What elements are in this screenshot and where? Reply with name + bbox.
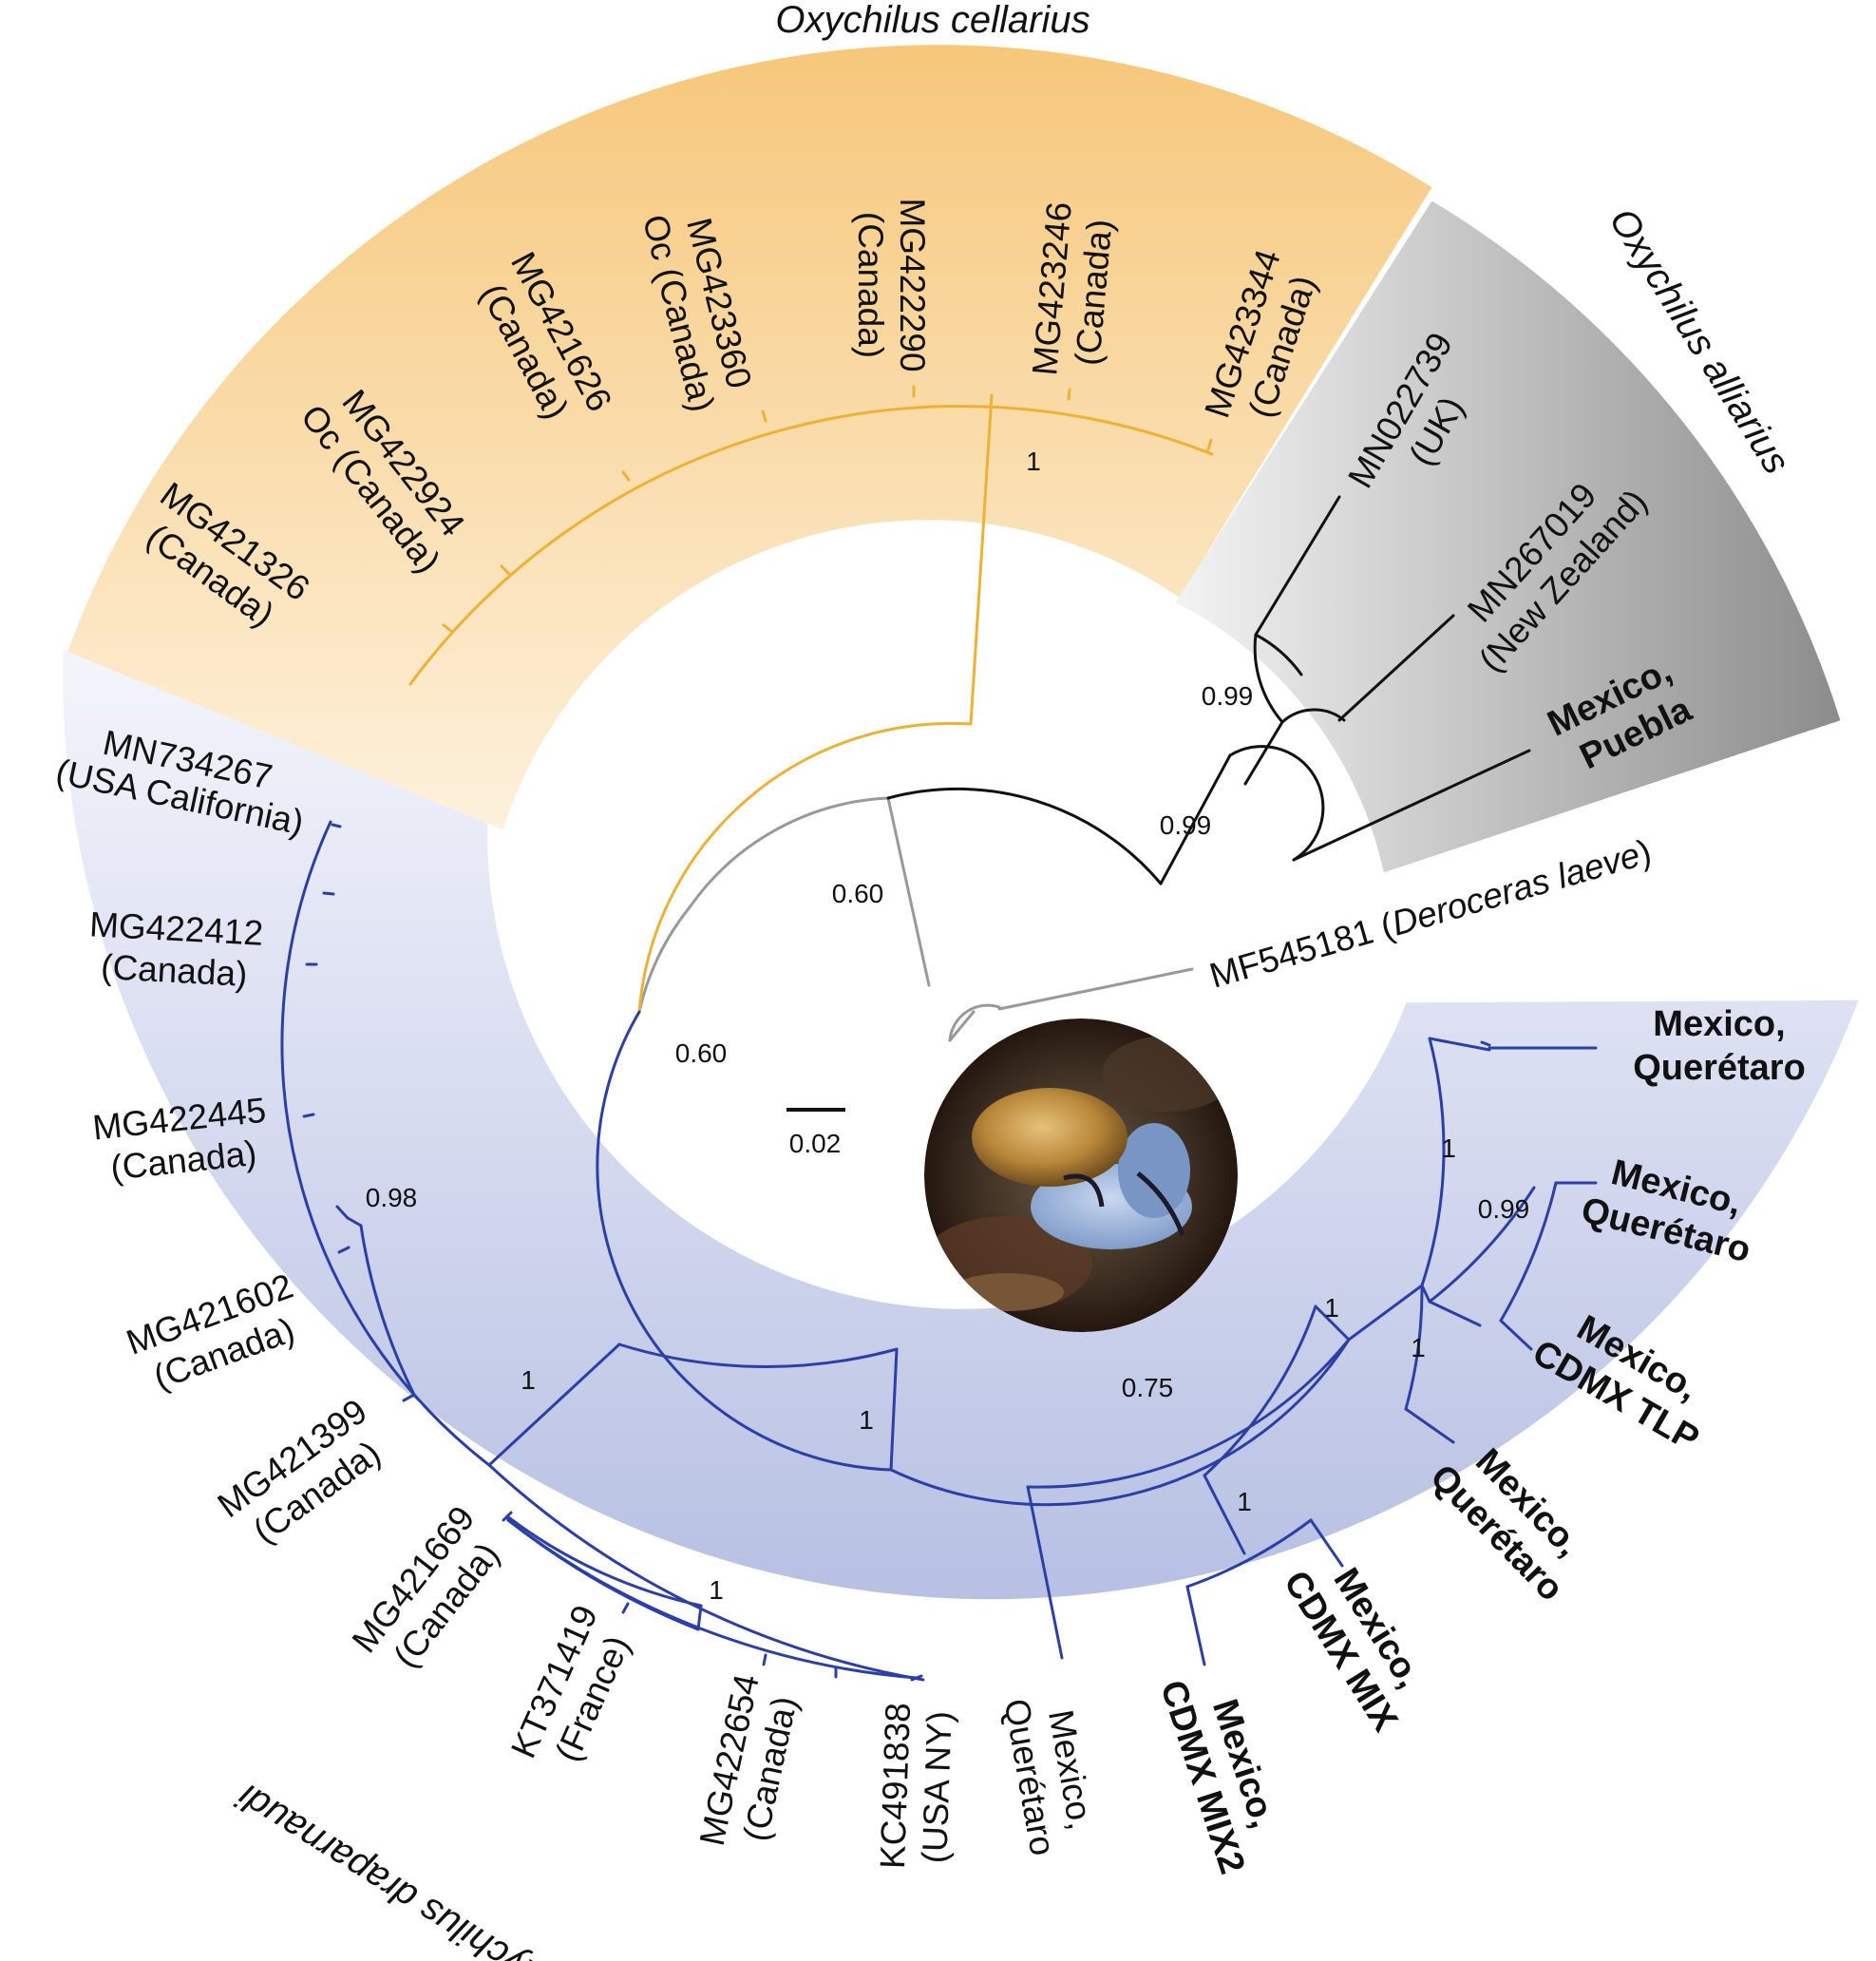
cellarius-tick-3 [621,470,631,482]
ingroup-stem [886,796,931,987]
europe-sub-link [505,1514,703,1631]
alliarius-inner-arc [1280,708,1346,724]
cellarius-tick-6 [1067,388,1071,401]
support-canada-group: 1 [521,1365,536,1395]
gray-arc-lower [637,905,692,1014]
europe-na-stem [487,1342,621,1467]
qro-top-stem [1428,1037,1491,1052]
support-draparnaudi-root: 1 [859,1405,874,1435]
canada-tick-4 [302,1113,315,1118]
label-mg421602: MG421602(Canada) [122,1266,313,1401]
nz-branch [1337,614,1455,722]
snail-photo [924,1019,1238,1332]
cellarius-tick-1 [442,623,454,634]
label-kc491838: KC491838(USA NY) [873,1702,959,1871]
support-root-lower: 0.60 [675,1038,728,1068]
label-mex-qro-4: Mexico,Querétaro [996,1688,1104,1858]
tree-branches [280,385,1598,1682]
cdmx-mix-branch [1309,1518,1344,1568]
cellarius-tick-7 [1206,438,1213,451]
support-qro-group: 1 [1411,1333,1426,1362]
mexico-arc [889,1338,1351,1507]
support-qro-tlp: 0.99 [1478,1194,1530,1224]
support-alliarius-outer: 0.99 [1160,810,1212,840]
mg421669-tip [502,1511,513,1522]
label-mg422412: MG422412(Canada) [86,904,264,994]
label-mg422654: MG422654(Canada) [692,1671,807,1858]
alliarius-inner-arc-b [1254,633,1303,676]
uk-branch [1254,495,1341,637]
qro-3-link [1404,1284,1424,1411]
root-stem [948,1010,976,1042]
support-cdmx-mix: 1 [1237,1487,1252,1516]
support-europe-na: 1 [709,1575,724,1605]
draparnaudi-stem-short [889,1347,899,1472]
draparnaudi-arc [596,1010,893,1472]
tlp-branch [1499,1319,1533,1351]
support-qro-top: 1 [1441,1133,1456,1163]
support-mexico-clade: 0.75 [1122,1373,1174,1402]
label-mex-cdmx-mix: Mexico,CDMX MIX [1276,1541,1443,1739]
europe-outer-arc [506,1518,919,1680]
qro-tlp-stem [1428,1300,1482,1327]
support-canada-sub: 0.98 [366,1183,418,1212]
support-mexico-sub: 1 [1324,1293,1339,1323]
alliarius-arc [1228,745,1325,862]
mg422654-tick [762,1653,767,1666]
mexico-qro4-arc [1026,1338,1351,1489]
alliarius-join [1253,633,1284,724]
support-cellarius: 1 [1026,447,1041,476]
qro-tlp-arc [1499,1181,1558,1323]
cellarius-title: Oxychilus cellarius [775,0,1090,41]
cellarius-band [67,45,1432,830]
alliarius-root-arc [886,787,1163,885]
label-kt371419: KT371419(France) [503,1600,643,1781]
label-mg421669: MG421669(Canada) [345,1499,516,1686]
outgroup-branch [997,967,1194,1011]
mexico-stem [1026,1485,1064,1660]
cdmx-mix2-branch [1185,1585,1206,1666]
label-mex-qro-1: Mexico,Querétaro [1633,1004,1806,1088]
alliarius-stem [1159,753,1232,885]
kt371419-tick [621,1602,630,1614]
mexico-sub-arc [1203,1304,1317,1477]
root-arc [948,1003,1001,1042]
support-alliarius-inner: 0.99 [1202,681,1254,711]
cellarius-tick-2 [500,564,511,576]
cellarius-crown-arc [408,405,1214,686]
qro-3-branch [1404,1407,1455,1444]
canada-tick-1 [331,823,342,828]
canada-sub-link [346,1216,416,1397]
label-mg421399: MG421399(Canada) [211,1391,399,1558]
canada-sub-end [402,1393,416,1402]
mexico-sub-stem [1314,1304,1351,1342]
support-root-upper: 0.60 [832,879,884,908]
qro-group-stem [1347,1284,1424,1342]
draparnaudi-title: Oxychilus draparnaudi [230,1775,574,1961]
cellarius-stem [969,393,994,726]
cdmx-mix-stem [1203,1474,1246,1555]
draparnaudi-arc-mid [617,1342,899,1368]
alliarius-band [1175,200,1841,873]
qro-tlp-join [1428,1186,1536,1304]
gray-arc-upper [688,796,890,909]
cdmx-mix-arc [1185,1518,1313,1589]
scale-bar-label: 0.02 [789,1129,842,1158]
label-mex-cdmx-mix2: Mexico,CDMX MIX2 [1152,1662,1294,1878]
qro-top-arc [1480,1040,1491,1047]
cellarius-tick-4 [761,409,767,423]
label-mg422290: MG422290(Canada) [851,198,932,371]
puebla-branch [1292,749,1531,862]
alliarius-inner-stem [1243,720,1284,786]
canada-tick-2 [322,891,335,896]
canada-tick-5 [337,1246,351,1254]
draparnaudi-band [63,650,1859,1600]
cellarius-arc-lower [637,721,973,1014]
qro-group-arc [1420,1037,1446,1287]
